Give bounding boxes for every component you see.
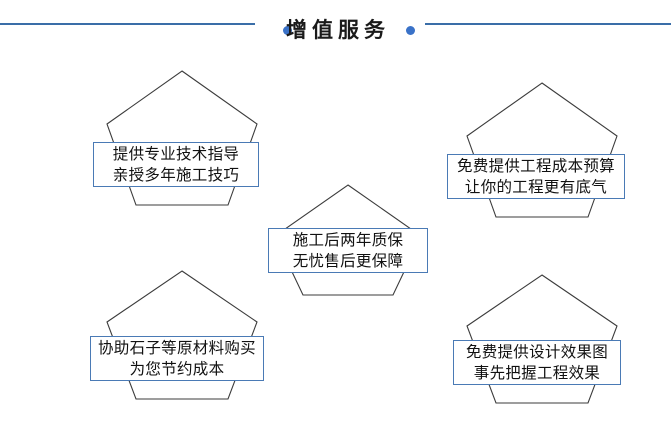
title-dot-right-icon xyxy=(406,26,415,35)
label-box-cost-budget: 免费提供工程成本预算 让你的工程更有底气 xyxy=(447,154,625,199)
pentagon-shape xyxy=(466,82,618,218)
pentagon-shape xyxy=(106,70,258,206)
label-line-1: 协助石子等原材料购买 xyxy=(97,338,256,357)
page-title: 增值服务 xyxy=(286,18,390,42)
label-box-design-rendering: 免费提供设计效果图 事先把握工程效果 xyxy=(453,340,621,385)
label-line-2: 亲授多年施工技巧 xyxy=(112,165,240,184)
pentagon-shape xyxy=(466,274,618,404)
label-line-2: 让你的工程更有底气 xyxy=(464,177,608,196)
label-line-2: 为您节约成本 xyxy=(129,359,225,378)
label-box-tech-guidance: 提供专业技术指导 亲授多年施工技巧 xyxy=(93,142,259,187)
label-line-1: 免费提供设计效果图 xyxy=(465,342,609,361)
node-material-purchase: 协助石子等原材料购买 为您节约成本 xyxy=(90,268,264,402)
node-cost-budget: 免费提供工程成本预算 让你的工程更有底气 xyxy=(447,80,625,220)
node-design-rendering: 免费提供设计效果图 事先把握工程效果 xyxy=(453,272,621,406)
label-line-2: 无忧售后更保障 xyxy=(292,251,404,270)
label-line-1: 提供专业技术指导 xyxy=(112,144,240,163)
label-line-1: 施工后两年质保 xyxy=(292,230,404,249)
label-box-warranty: 施工后两年质保 无忧售后更保障 xyxy=(268,228,428,273)
label-line-2: 事先把握工程效果 xyxy=(473,363,601,382)
label-line-1: 免费提供工程成本预算 xyxy=(456,156,615,175)
node-tech-guidance: 提供专业技术指导 亲授多年施工技巧 xyxy=(93,68,260,208)
label-box-material-purchase: 协助石子等原材料购买 为您节约成本 xyxy=(90,336,264,381)
title-dot-left-icon xyxy=(283,26,292,35)
node-warranty: 施工后两年质保 无忧售后更保障 xyxy=(268,182,428,298)
pentagon-shape xyxy=(106,270,258,400)
